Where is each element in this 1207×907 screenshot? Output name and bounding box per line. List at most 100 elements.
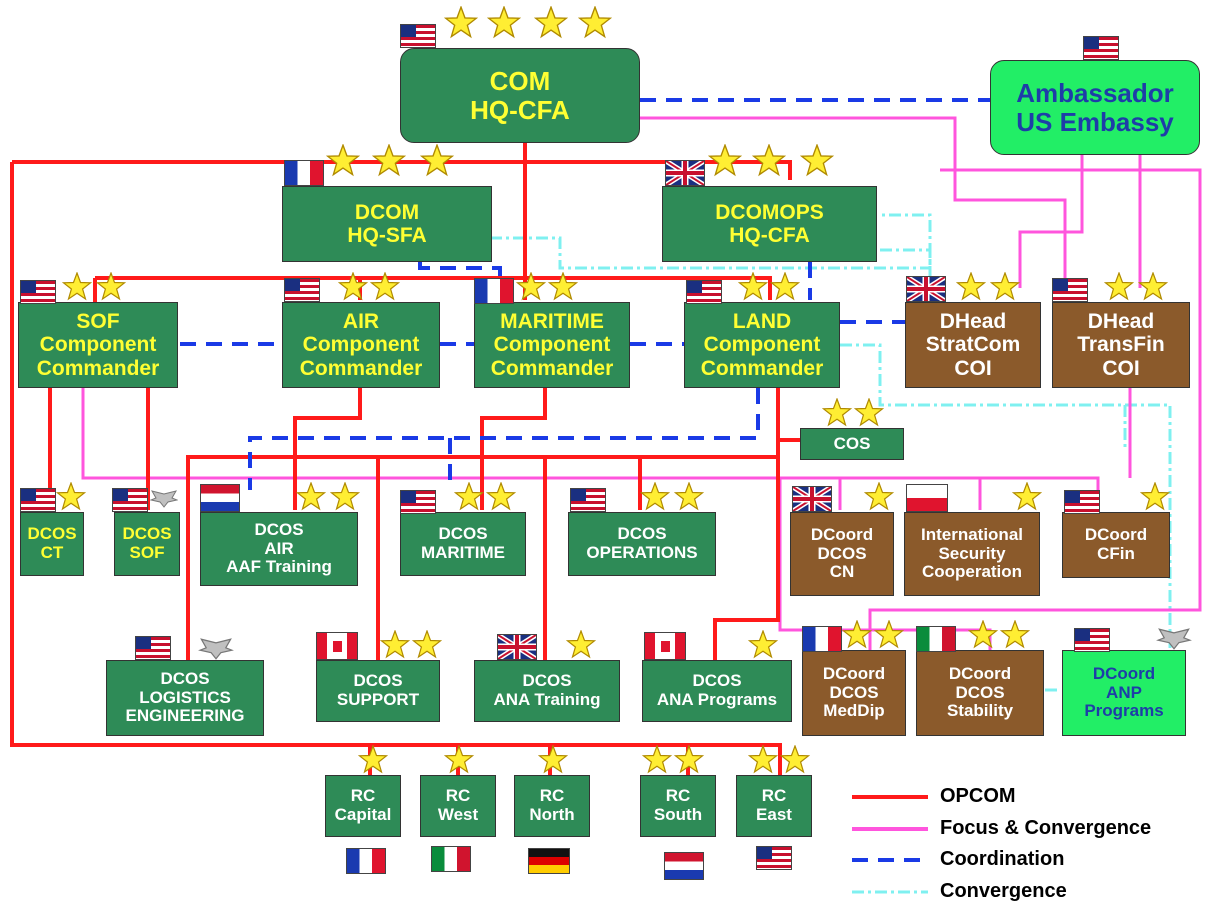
canada-flag-icon <box>644 632 686 660</box>
star-icon <box>770 272 800 301</box>
box-line: RC <box>665 786 691 806</box>
box-line: Commander <box>299 356 423 380</box>
coordination-line-icon <box>852 857 928 862</box>
france-flag-icon <box>284 160 324 186</box>
star-icon <box>854 398 884 427</box>
box-line: AIR <box>264 538 294 558</box>
box-line: Commander <box>700 356 824 380</box>
dcoord-cfin-box: DCoord CFin <box>1062 512 1170 578</box>
star-icon <box>330 482 360 511</box>
star-icon <box>578 6 612 39</box>
rc-north-box: RC North <box>514 775 590 837</box>
star-icon <box>1012 482 1042 511</box>
box-line: DCOS <box>438 524 488 544</box>
legend-focus-convergence: Focus & Convergence <box>852 817 1151 840</box>
star-icon <box>1138 272 1168 301</box>
sof-component-commander-box: SOF Component Commander <box>18 302 178 388</box>
netherlands-flag-icon <box>200 484 240 512</box>
us-flag-icon <box>1052 278 1088 302</box>
box-line: OPERATIONS <box>586 543 698 562</box>
box-line: South <box>653 805 703 824</box>
box-line: Stability <box>946 701 1014 721</box>
star-icon <box>62 272 92 301</box>
box-line: ENGINEERING <box>125 706 245 726</box>
star-icon <box>640 482 670 511</box>
box-line: SOF <box>129 543 165 562</box>
star-icon <box>486 482 516 511</box>
rc-south-box: RC South <box>640 775 716 837</box>
box-line: CFin <box>1097 544 1135 563</box>
rc-west-box: RC West <box>420 775 496 837</box>
germany-flag-icon <box>528 848 570 874</box>
eagle-insignia-icon <box>1154 628 1194 650</box>
star-icon <box>444 745 474 774</box>
box-line: COI <box>1102 356 1140 380</box>
box-line: CT <box>40 543 64 562</box>
legend-opcom-label: OPCOM <box>940 785 1016 807</box>
star-icon <box>538 745 568 774</box>
box-line: RC <box>350 786 376 806</box>
box-line: DHead <box>939 310 1007 334</box>
uk-flag-icon <box>664 158 706 188</box>
box-line: COI <box>954 356 992 380</box>
star-icon <box>642 745 672 774</box>
star-icon <box>487 6 521 39</box>
star-icon <box>822 398 852 427</box>
dcos-ct-box: DCOS CT <box>20 512 84 576</box>
dcos-maritime-box: DCOS MARITIME <box>400 512 526 576</box>
france-flag-icon <box>346 848 386 874</box>
rc-capital-box: RC Capital <box>325 775 401 837</box>
box-line: DCoord <box>948 663 1012 683</box>
maritime-component-commander-box: MARITIME Component Commander <box>474 302 630 388</box>
box-line: COM <box>489 65 551 96</box>
us-flag-icon <box>135 636 171 660</box>
box-line: DCOS <box>955 682 1005 702</box>
italy-flag-icon <box>916 626 956 652</box>
legend-focus-label: Focus & Convergence <box>940 817 1152 839</box>
star-icon <box>534 6 568 39</box>
uk-flag-icon <box>496 632 538 662</box>
box-line: Component <box>302 333 420 357</box>
box-line: HQ-CFA <box>470 94 570 125</box>
star-icon <box>738 272 768 301</box>
box-line: DCOS <box>522 671 572 691</box>
legend-coordination: Coordination <box>852 848 1064 871</box>
box-line: West <box>437 805 479 824</box>
com-hq-cfa-box: COM HQ-CFA <box>400 48 640 143</box>
box-line: Capital <box>334 805 392 824</box>
star-icon <box>674 745 704 774</box>
canada-flag-icon <box>316 632 358 660</box>
star-icon <box>296 482 326 511</box>
legend-convergence-label: Convergence <box>940 880 1067 902</box>
legend-convergence: Convergence <box>852 880 1067 903</box>
box-line: RC <box>445 786 471 806</box>
box-line: HQ-CFA <box>729 224 810 247</box>
star-icon <box>420 144 454 177</box>
box-line: DCOS <box>254 519 304 539</box>
star-icon <box>752 144 786 177</box>
star-icon <box>358 745 388 774</box>
box-line: International <box>920 524 1023 544</box>
star-icon <box>874 620 904 649</box>
box-line: Security <box>938 543 1006 563</box>
box-line: DCOS <box>617 524 667 544</box>
us-flag-icon <box>400 24 436 48</box>
international-security-cooperation-box: International Security Cooperation <box>904 512 1040 596</box>
box-line: DCOM <box>354 200 420 224</box>
box-line: MARITIME <box>420 543 506 562</box>
box-line: CN <box>829 562 855 582</box>
us-flag-icon <box>1074 628 1110 652</box>
dcomops-hq-cfa-box: DCOMOPS HQ-CFA <box>662 186 877 262</box>
box-line: DCOS <box>353 671 403 691</box>
box-line: DCOS <box>817 543 867 563</box>
box-line: Cooperation <box>921 562 1023 582</box>
star-icon <box>566 630 596 659</box>
star-icon <box>800 144 834 177</box>
us-flag-icon <box>1064 490 1100 514</box>
box-line: US Embassy <box>1016 106 1174 137</box>
eagle-insignia-icon <box>149 490 179 508</box>
legend-opcom: OPCOM <box>852 785 1016 808</box>
us-flag-icon <box>400 490 436 514</box>
box-line: Ambassador <box>1016 77 1174 108</box>
